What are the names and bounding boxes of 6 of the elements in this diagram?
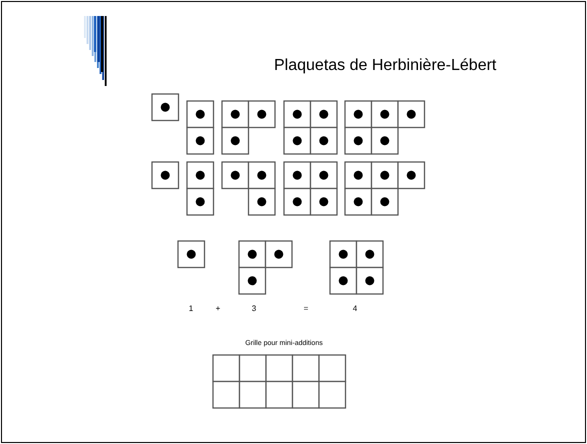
equation-term: 3 — [252, 304, 256, 313]
equation-term: 1 — [188, 304, 194, 313]
equation-term: = — [304, 304, 308, 313]
equation-term: 4 — [352, 304, 358, 313]
equation-term: + — [216, 304, 220, 313]
slide-title: Plaquetas de Herbinière-Lébert — [274, 57, 496, 75]
